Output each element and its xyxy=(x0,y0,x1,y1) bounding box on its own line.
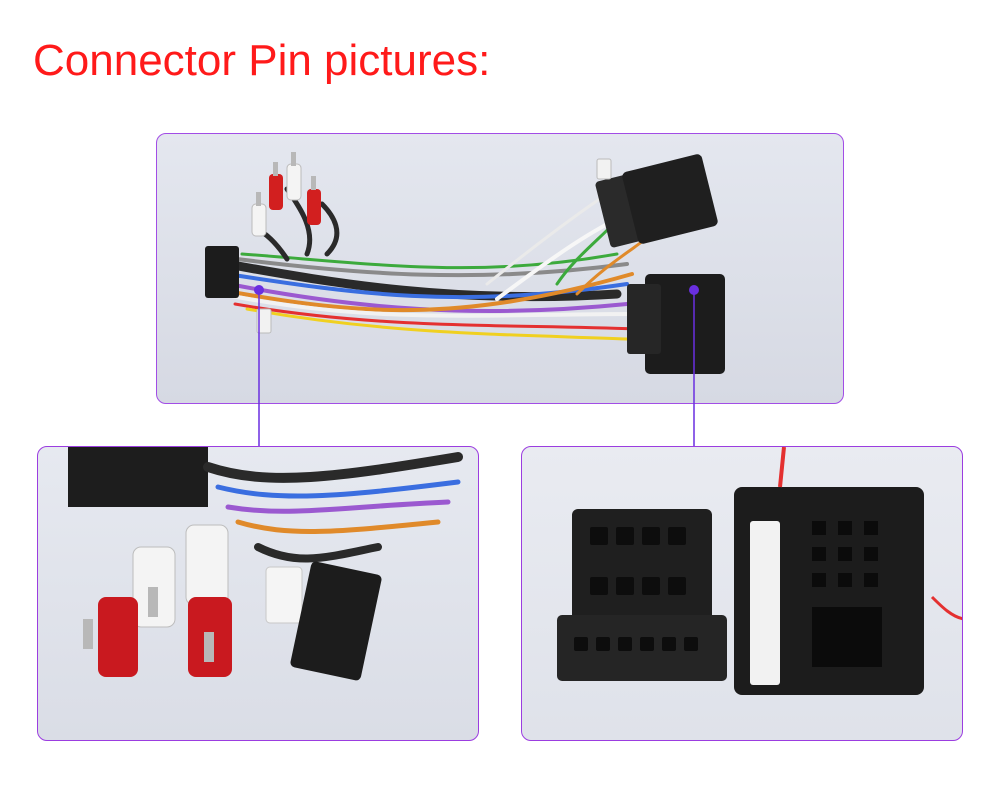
car-connector-detail-panel xyxy=(521,446,963,741)
page-title: Connector Pin pictures: xyxy=(33,36,491,85)
wiring-harness-photo-icon xyxy=(205,152,725,374)
car-connector-closeup-photo-icon xyxy=(557,447,962,695)
rca-connector-detail-panel xyxy=(37,446,479,741)
rca-and-plug-closeup-photo-icon xyxy=(68,447,463,681)
harness-overview-panel xyxy=(156,133,844,404)
